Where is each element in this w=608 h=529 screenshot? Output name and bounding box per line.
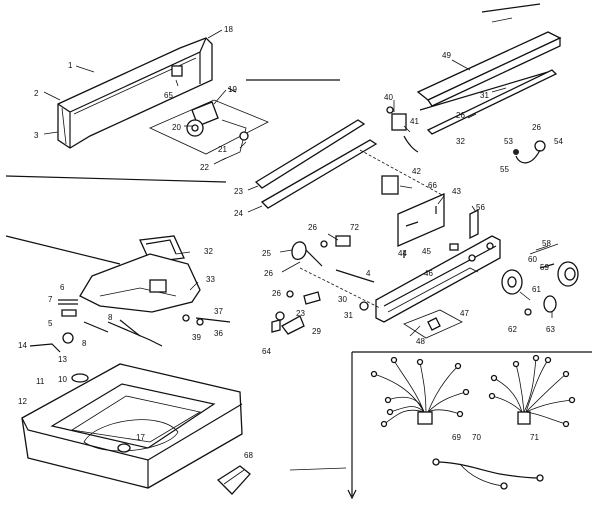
label-26-d: 26: [264, 269, 273, 278]
label-22: 22: [200, 163, 209, 172]
label-39: 39: [192, 333, 201, 342]
label-8-b: 8: [82, 339, 87, 348]
bracket-46: [375, 235, 501, 339]
label-36: 36: [214, 329, 223, 338]
label-10: 10: [58, 375, 67, 384]
label-45: 45: [422, 247, 431, 256]
label-18: 18: [224, 25, 233, 34]
top-rail: [416, 3, 562, 135]
label-11: 11: [36, 377, 45, 386]
switch-41: [386, 106, 419, 153]
label-53: 53: [504, 137, 513, 146]
label-63: 63: [546, 325, 555, 334]
label-32: 32: [456, 137, 465, 146]
label-59: 59: [540, 263, 549, 272]
label-56: 56: [476, 203, 485, 212]
label-37: 37: [214, 307, 223, 316]
label-66: 66: [428, 181, 437, 190]
wire-harness-70: [432, 458, 544, 490]
clips: [271, 290, 369, 335]
label-43: 43: [452, 187, 461, 196]
label-30: 30: [338, 295, 347, 304]
label-1: 1: [68, 61, 73, 70]
label-7: 7: [48, 295, 53, 304]
label-42: 42: [412, 167, 421, 176]
label-13: 13: [58, 355, 67, 364]
dashed-lines: [5, 149, 445, 323]
label-14: 14: [18, 341, 27, 350]
part-number-labels: 1 2 3 18 19 20 21 22 23 24 65 49 31 32 2…: [18, 25, 563, 460]
base-frame: [21, 363, 243, 489]
mounting-plate: [381, 175, 479, 247]
label-29: 29: [312, 327, 321, 336]
label-26-b: 26: [532, 123, 541, 132]
label-8: 8: [108, 313, 113, 322]
label-72: 72: [350, 223, 359, 232]
pulley-assembly: [501, 243, 579, 316]
label-26: 26: [456, 111, 465, 120]
label-31-b: 31: [344, 311, 353, 320]
label-24: 24: [234, 209, 243, 218]
part-68: [216, 465, 251, 495]
label-26-c: 26: [308, 223, 317, 232]
label-61: 61: [532, 285, 541, 294]
label-12: 12: [18, 397, 27, 406]
wire-harness-71: [488, 354, 576, 428]
linkage-parts: [29, 299, 204, 353]
label-54: 54: [554, 137, 563, 146]
leader-lines: [43, 29, 553, 337]
label-6: 6: [60, 283, 65, 292]
wire-harness-55: [513, 140, 546, 164]
label-5: 5: [48, 319, 53, 328]
label-68: 68: [244, 451, 253, 460]
label-26-e: 26: [272, 289, 281, 298]
label-3: 3: [34, 131, 39, 140]
lid-frame: [79, 235, 201, 313]
label-32-b: 32: [204, 247, 213, 256]
label-55: 55: [500, 165, 509, 174]
small-parts: [291, 235, 459, 283]
label-21: 21: [218, 145, 227, 154]
console-panel: [57, 37, 213, 149]
label-2: 2: [34, 89, 39, 98]
label-23-b: 23: [296, 309, 305, 318]
label-44: 44: [398, 249, 407, 258]
label-4: 4: [366, 269, 371, 278]
label-60: 60: [528, 255, 537, 264]
timer-assembly: [149, 79, 340, 161]
label-64: 64: [262, 347, 271, 356]
label-41: 41: [410, 117, 419, 126]
label-62: 62: [508, 325, 517, 334]
rods: [254, 119, 378, 209]
label-69: 69: [452, 433, 461, 442]
label-23: 23: [234, 187, 243, 196]
label-65: 65: [164, 91, 173, 100]
label-25: 25: [262, 249, 271, 258]
wire-harness-69: [370, 356, 470, 428]
label-19: 19: [228, 85, 237, 94]
label-46: 46: [424, 269, 433, 278]
label-48: 48: [416, 337, 425, 346]
label-47: 47: [460, 309, 469, 318]
label-49: 49: [442, 51, 451, 60]
label-17: 17: [136, 433, 145, 442]
label-71: 71: [530, 433, 539, 442]
label-40: 40: [384, 93, 393, 102]
harness-inset: [289, 351, 592, 500]
label-33: 33: [206, 275, 215, 284]
label-58: 58: [542, 239, 551, 248]
label-20: 20: [172, 123, 181, 132]
label-70: 70: [472, 433, 481, 442]
label-31: 31: [480, 91, 489, 100]
